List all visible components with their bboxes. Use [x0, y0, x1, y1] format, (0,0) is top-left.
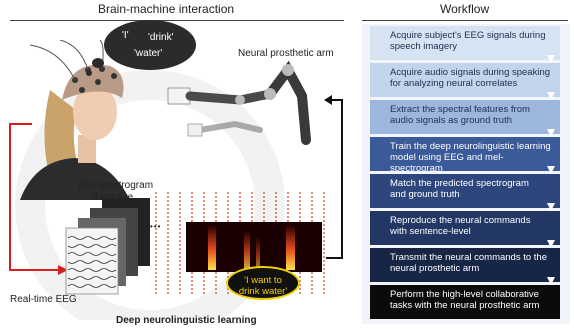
background-watermark [15, 70, 285, 320]
workflow-down-arrow [547, 203, 555, 211]
speech-line-2: drink water' [238, 286, 288, 297]
thought-cloud-bubble-small [86, 70, 92, 76]
prosthetic-arm-label: Neural prosthetic arm [238, 48, 334, 59]
realtime-eeg-label: Real-time EEG [10, 294, 77, 305]
workflow-step-line1: Acquire subject's EEG signals during [390, 30, 546, 41]
eeg-signal-stack [65, 198, 150, 295]
thought-cloud [104, 20, 196, 70]
workflow-down-arrow [547, 129, 555, 137]
workflow-step-line1: Reproduce the neural commands [390, 215, 531, 226]
mel-database-label-line2: database [92, 192, 134, 203]
workflow-down-arrow [547, 55, 555, 63]
workflow-step-line1: Acquire audio signals during speaking [390, 67, 551, 78]
workflow-down-arrow [547, 166, 555, 174]
workflow-title: Workflow [440, 2, 490, 16]
neural-prosthetic-arm-illustration [167, 60, 311, 145]
speech-line-1: 'I want to [244, 275, 282, 286]
workflow-step-line2: model using EEG and mel-spectrogram [390, 152, 504, 174]
workflow-down-arrow [547, 240, 555, 248]
workflow-step-line2: for analyzing neural correlates [390, 78, 518, 89]
eeg-signal-arrow [9, 123, 68, 275]
workflow-step-line1: Match the predicted spectrogram [390, 178, 529, 189]
workflow-step-line1: Extract the spectral features from [390, 104, 530, 115]
feedback-arrow [324, 95, 343, 259]
workflow-step-line2: and ground truth [390, 189, 460, 200]
thought-cloud-bubble-large [92, 58, 104, 68]
workflow-step-line1: Perform the high-level collaborative [390, 289, 539, 300]
left-title-divider [10, 20, 344, 21]
workflow-step-line1: Train the deep neurolinguistic learning [390, 141, 551, 152]
deep-learning-label: Deep neurolinguistic learning [116, 315, 257, 326]
thought-word-water: 'water' [134, 48, 163, 59]
workflow-down-arrow [547, 277, 555, 285]
workflow-step-line2: tasks with the neural prosthetic arm [390, 300, 540, 311]
workflow-step-line2: speech imagery [390, 41, 458, 52]
workflow-down-arrow [547, 92, 555, 100]
mel-database-label-line1: Mel-spectrogram [78, 180, 154, 191]
workflow-step-line2: neural prosthetic arm [390, 263, 480, 274]
workflow-step-line2: audio signals as ground truth [390, 115, 512, 126]
workflow-title-divider [362, 20, 568, 21]
ellipsis: ••• [150, 222, 162, 231]
left-panel-title: Brain-machine interaction [98, 2, 235, 16]
workflow-step-line2: with sentence-level [390, 226, 471, 237]
thought-word-drink: 'drink' [148, 32, 174, 43]
predicted-mel-spectrogram [186, 222, 322, 272]
decoded-speech-bubble: 'I want to drink water' [226, 266, 300, 300]
workflow-step-line1: Transmit the neural commands to the [390, 252, 547, 263]
thought-word-i: 'I' [122, 30, 129, 41]
